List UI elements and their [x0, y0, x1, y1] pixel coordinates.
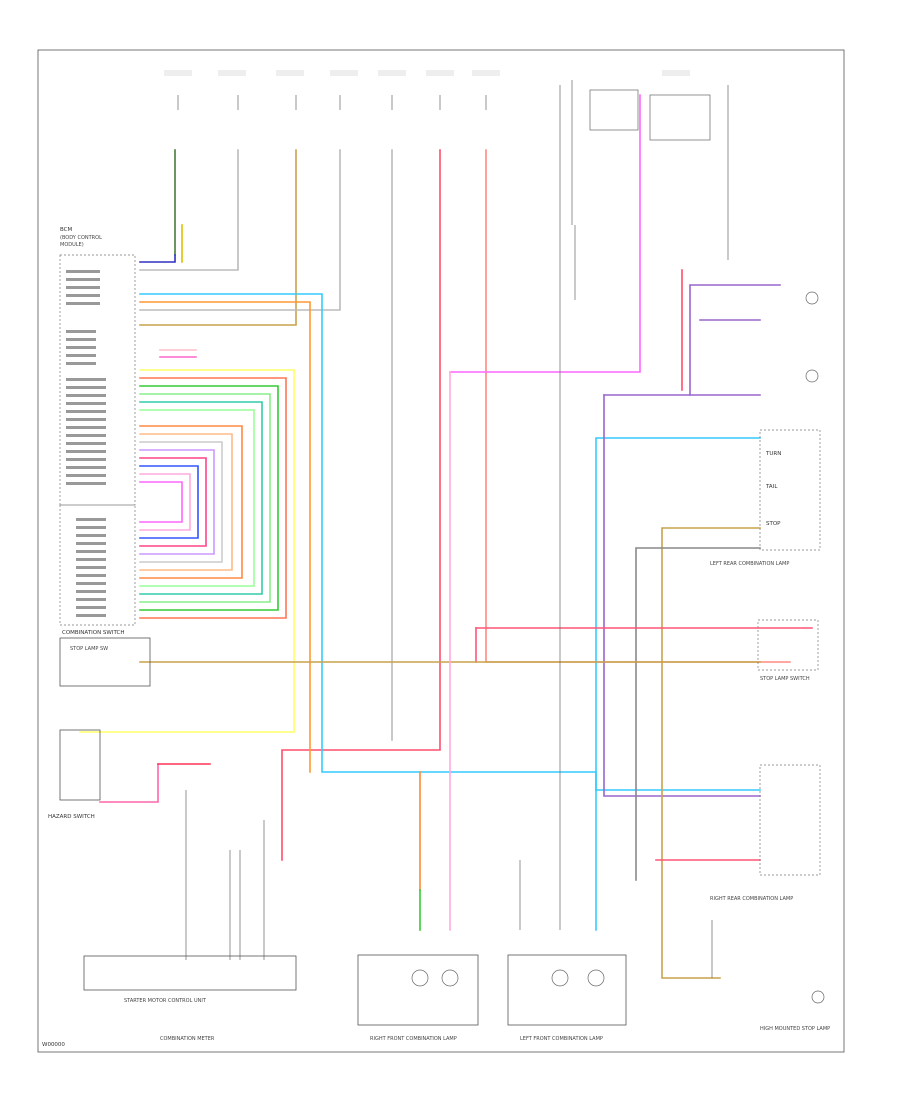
page-ref-label: W00000 — [42, 1042, 65, 1048]
svg-text:HAZARD SWITCH: HAZARD SWITCH — [48, 814, 95, 820]
power-feed-labels — [164, 70, 690, 76]
svg-text:COMBINATION SWITCH: COMBINATION SWITCH — [62, 630, 125, 636]
svg-text:LEFT REAR COMBINATION LAMP: LEFT REAR COMBINATION LAMP — [710, 561, 789, 567]
svg-text:MODULE): MODULE) — [60, 242, 84, 248]
svg-text:BCM: BCM — [60, 227, 73, 233]
bcm-pin-rows — [66, 270, 106, 617]
diagram-frame — [37, 49, 845, 1053]
feed-wires — [139, 149, 791, 861]
bcm-module: BCM (BODY CONTROL MODULE) — [59, 227, 136, 626]
components: COMBINATION SWITCH STOP LAMP SW HAZARD S… — [48, 89, 830, 1042]
bcm-output-wires — [79, 293, 761, 791]
svg-text:STOP LAMP SW: STOP LAMP SW — [70, 646, 108, 652]
svg-text:STARTER MOTOR CONTROL UNIT: STARTER MOTOR CONTROL UNIT — [124, 998, 207, 1004]
svg-text:LEFT FRONT COMBINATION LAMP: LEFT FRONT COMBINATION LAMP — [520, 1036, 603, 1042]
stop-label-lr: STOP — [766, 521, 781, 527]
svg-text:(BODY CONTROL: (BODY CONTROL — [60, 235, 102, 241]
svg-text:RIGHT REAR COMBINATION LAMP: RIGHT REAR COMBINATION LAMP — [710, 896, 793, 902]
svg-text:HIGH MOUNTED STOP LAMP: HIGH MOUNTED STOP LAMP — [760, 1026, 830, 1032]
fuses — [177, 95, 487, 110]
svg-text:RIGHT FRONT COMBINATION LAMP: RIGHT FRONT COMBINATION LAMP — [370, 1036, 457, 1042]
tail-label-lr: TAIL — [765, 484, 778, 490]
svg-text:COMBINATION METER: COMBINATION METER — [160, 1036, 215, 1042]
right-side-wires — [99, 94, 813, 979]
thin-lines — [185, 80, 729, 978]
svg-text:STOP LAMP SWITCH: STOP LAMP SWITCH — [760, 676, 810, 682]
turn-label-lr: TURN — [765, 451, 781, 457]
